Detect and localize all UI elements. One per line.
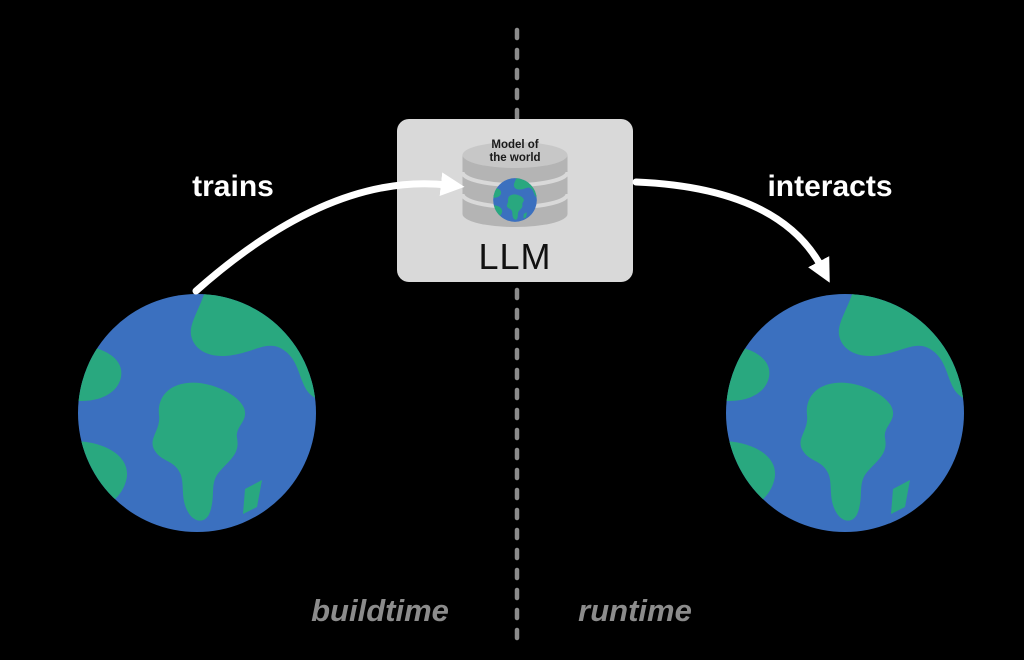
earth-globe-icon-left — [77, 293, 317, 533]
model-of-world-line1: Model of — [491, 139, 539, 151]
buildtime-label: buildtime — [311, 593, 449, 628]
mini-earth-globe-icon — [493, 178, 537, 222]
llm-box: Model of the world LLM — [397, 119, 633, 282]
interacts-label: interacts — [767, 170, 893, 203]
trains-label: trains — [192, 170, 274, 203]
runtime-label: runtime — [578, 593, 692, 628]
model-of-world-label: Model of the world — [397, 139, 633, 165]
model-of-world-line2: the world — [489, 152, 541, 164]
llm-title: LLM — [478, 236, 552, 277]
earth-globe-icon-right — [725, 293, 965, 533]
